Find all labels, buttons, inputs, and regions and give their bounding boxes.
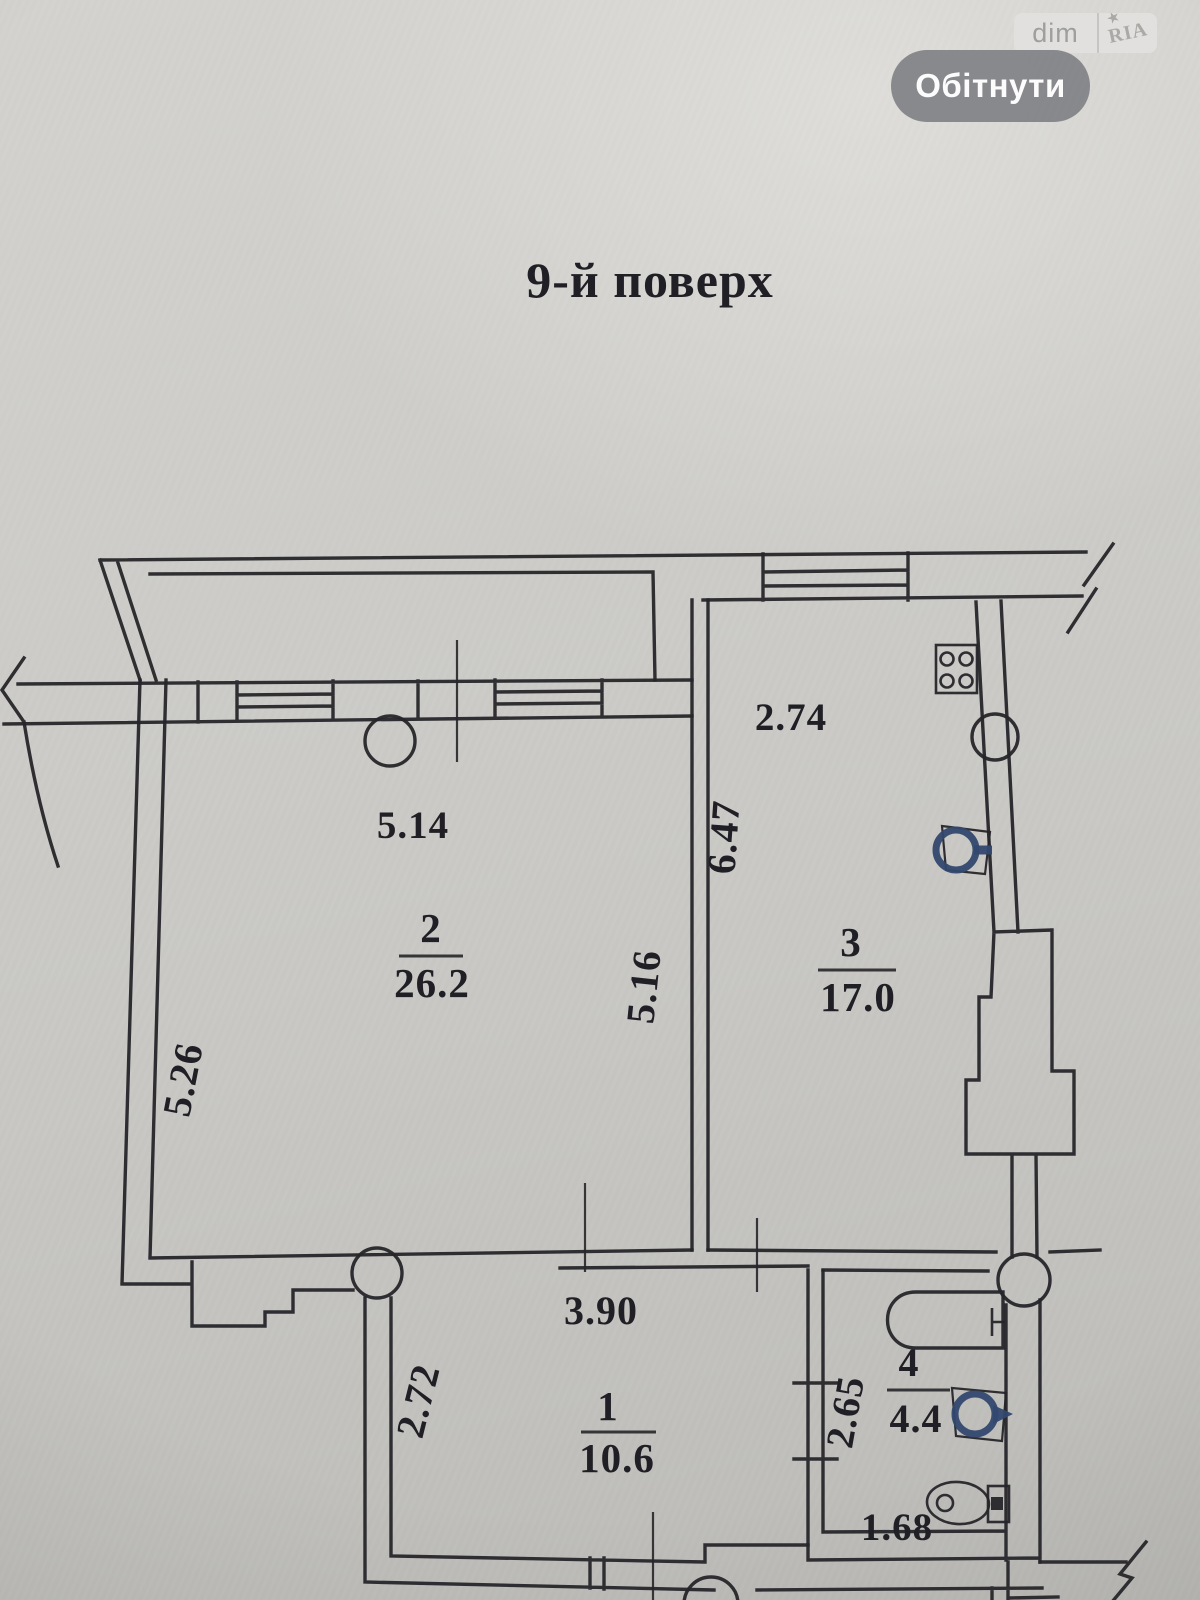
room-number: 4 <box>899 1340 920 1385</box>
kitchen-right-wall-vent-pier <box>964 599 1076 1259</box>
kitchen-sink-icon <box>932 824 992 876</box>
watermark-ria-label: ★ RIA <box>1095 13 1157 53</box>
room-number: 1 <box>597 1383 619 1429</box>
wall-break-icon-left <box>0 655 61 869</box>
dim-bath-width: 1.68 <box>861 1506 933 1549</box>
vent-duct-circles <box>350 712 1052 1600</box>
room-label-bath: 4 4.4 <box>887 1340 950 1441</box>
dim-kitchen-depth: 6.47 <box>699 799 749 876</box>
room-number: 2 <box>420 905 442 951</box>
duct-circle-icon <box>350 1246 404 1300</box>
living-left-bottom-walls <box>120 678 810 1328</box>
dimension-labels: 5.14 5.26 5.16 2.74 6.47 3.90 2.72 2.65 … <box>154 696 933 1549</box>
toilet-icon <box>925 1480 1011 1526</box>
duct-circle-icon <box>970 712 1020 762</box>
room-label-kitchen: 3 17.0 <box>818 919 896 1020</box>
bathroom-walls <box>792 1268 1042 1564</box>
dim-hall-depth: 2.72 <box>387 1359 449 1442</box>
dim-hall-width: 3.90 <box>564 1288 638 1333</box>
room-labels: 2 26.2 3 17.0 1 10.6 4 4.4 <box>394 905 950 1481</box>
hallway-walls <box>363 1296 810 1592</box>
duct-circle-icon <box>996 1252 1052 1308</box>
duct-circle-icon <box>363 714 417 768</box>
bathtub-icon <box>885 1290 1005 1350</box>
dim-kitchen-width: 2.74 <box>755 696 827 739</box>
room-area: 10.6 <box>579 1435 655 1481</box>
plan-title: 9-й поверх <box>526 252 774 308</box>
balcony-walls <box>97 550 1088 683</box>
kitchen-top-wall-window <box>701 541 1116 635</box>
room-number: 3 <box>840 919 862 965</box>
room-label-hall: 1 10.6 <box>579 1383 656 1481</box>
wall-break-icon-bottom-right <box>1111 1539 1149 1600</box>
middle-wall <box>690 598 710 1252</box>
walls <box>0 541 1149 1600</box>
bathtub-faucet-icon <box>990 1308 1005 1336</box>
crop-button[interactable]: Обітнути <box>891 50 1090 122</box>
duct-circle-icon <box>682 1575 740 1600</box>
room-label-living: 2 26.2 <box>394 905 470 1006</box>
bathroom-sink-icon <box>950 1386 1013 1443</box>
room-area: 17.0 <box>820 974 896 1020</box>
watermark-divider <box>1097 13 1099 53</box>
dim-living-width: 5.14 <box>377 804 449 847</box>
watermark-dim-label: dim <box>1032 17 1079 48</box>
axis-lines <box>455 640 759 1600</box>
bottom-wall-fragments <box>755 1560 1128 1600</box>
dim-living-depth: 5.26 <box>154 1039 212 1120</box>
dim-living-inner: 5.16 <box>617 947 669 1025</box>
room-area: 4.4 <box>890 1396 943 1441</box>
dimria-watermark: dim ★ RIA <box>1014 13 1157 53</box>
living-top-wall-windows <box>2 678 694 726</box>
stove-icon <box>934 643 979 695</box>
room-area: 26.2 <box>394 960 470 1006</box>
